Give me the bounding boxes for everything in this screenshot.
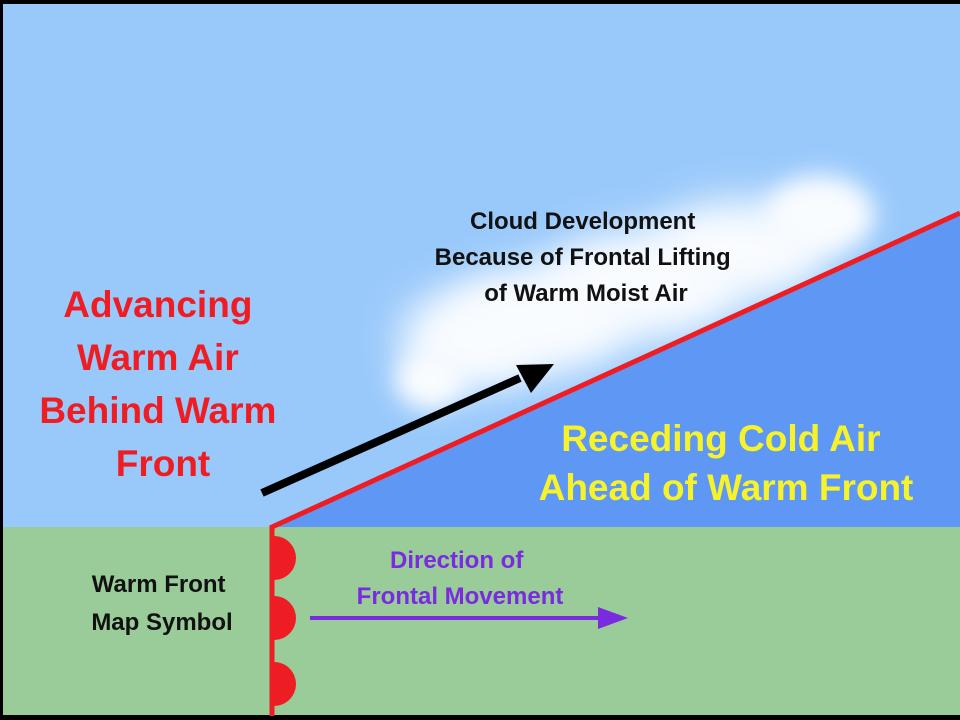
warm-front-semicircle-icon — [274, 596, 296, 640]
map-symbol-label: Warm Front Map Symbol — [91, 571, 232, 636]
map-symbol-line: Warm Front — [92, 571, 226, 598]
cold-air-label: Receding Cold Air Ahead of Warm Front — [539, 418, 914, 508]
warm-air-line: Advancing — [63, 284, 252, 325]
frontal-movement-label: Direction of Frontal Movement — [357, 547, 564, 610]
warm-air-line: Warm Air — [77, 337, 239, 378]
cloud-label-line: of Warm Moist Air — [484, 280, 688, 307]
warm-front-semicircle-icon — [274, 536, 296, 580]
movement-arrow-icon — [310, 607, 628, 629]
cloud-icon — [395, 175, 875, 410]
warm-front-semicircle-icon — [274, 662, 296, 706]
cold-air-line: Receding Cold Air — [561, 418, 880, 459]
lift-arrow-icon — [260, 364, 554, 497]
frontal-boundary-line — [270, 210, 960, 530]
cloud-development-label: Cloud Development Because of Frontal Lif… — [435, 208, 738, 307]
cloud-label-line: Cloud Development — [470, 208, 695, 235]
ground-strip — [3, 527, 960, 715]
warm-air-label: Advancing Warm Air Behind Warm Front — [39, 284, 286, 484]
cloud-label-line: Because of Frontal Lifting — [435, 244, 731, 271]
warm-air-line: Front — [116, 443, 211, 484]
movement-label-line: Direction of — [390, 547, 524, 574]
map-symbol-line: Map Symbol — [91, 609, 232, 636]
movement-label-line: Frontal Movement — [357, 583, 564, 610]
warm-air-line: Behind Warm — [39, 390, 276, 431]
cold-air-line: Ahead of Warm Front — [539, 467, 914, 508]
